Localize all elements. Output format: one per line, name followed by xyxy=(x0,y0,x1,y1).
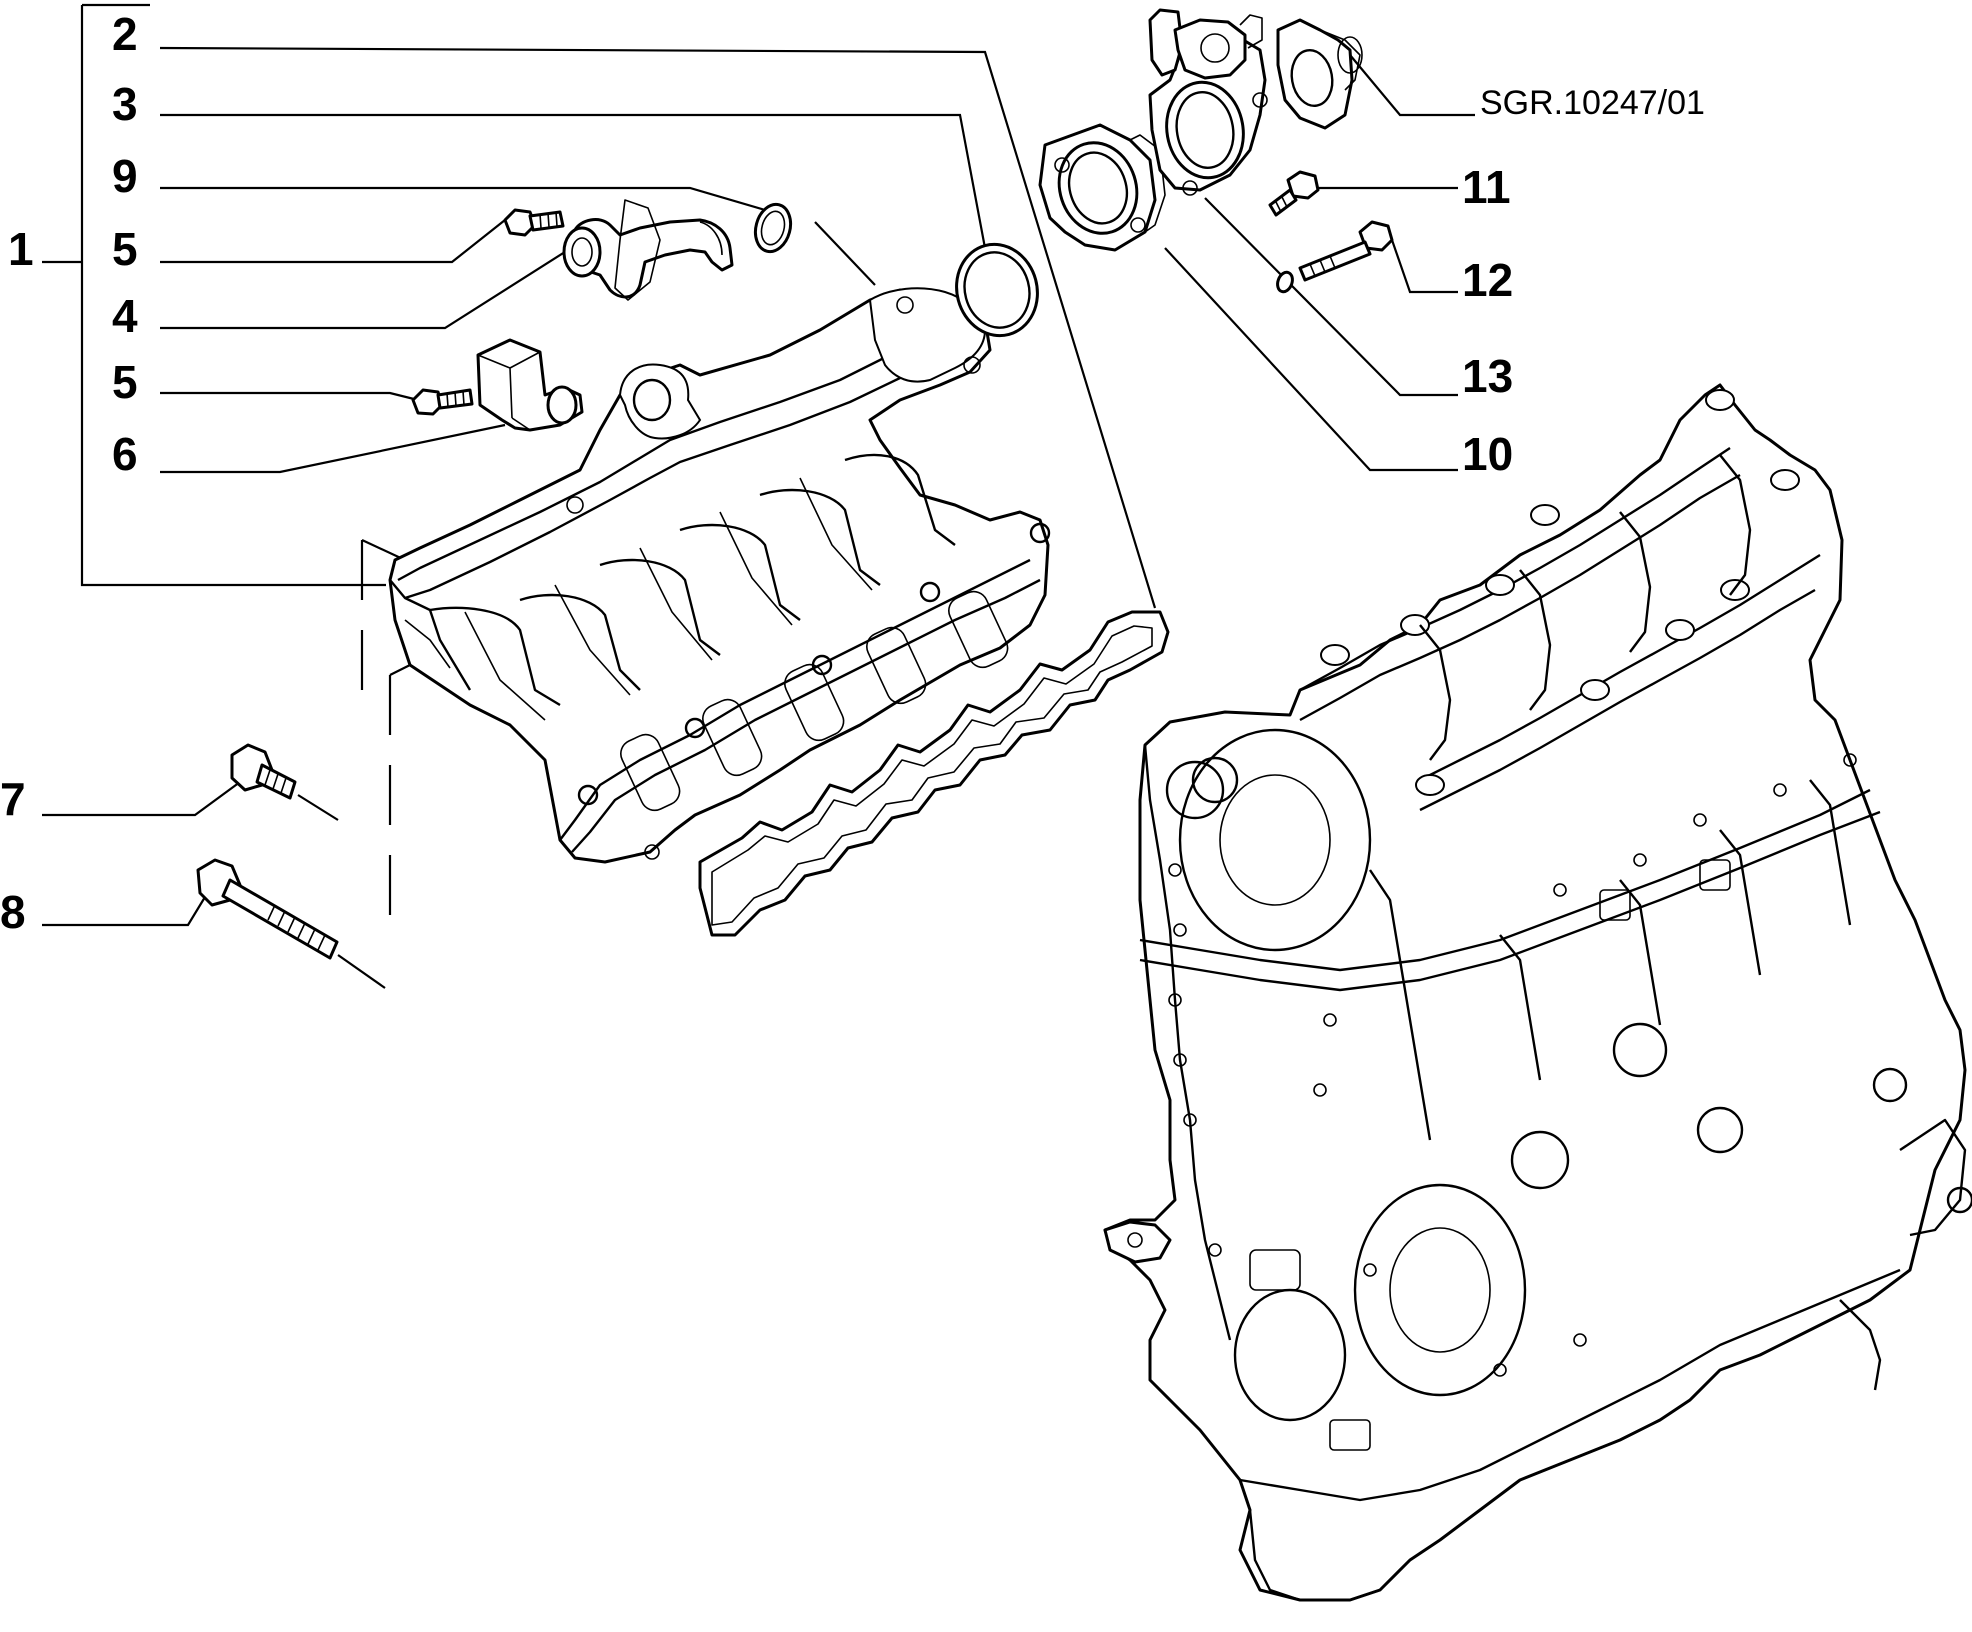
flange-bolt-5-lower xyxy=(411,388,474,416)
callout-10: 10 xyxy=(1462,428,1513,480)
callout-12: 12 xyxy=(1462,254,1513,306)
callout-5b: 5 xyxy=(112,356,138,408)
callout-labels: 1 2 3 9 5 4 5 6 7 8 11 12 13 10 SGR.1024… xyxy=(0,8,1705,938)
intake-manifold xyxy=(388,287,1051,864)
callout-6: 6 xyxy=(112,428,138,480)
callout-7: 7 xyxy=(0,773,26,825)
manifold-gasket xyxy=(698,610,1170,937)
washer xyxy=(1276,270,1294,294)
reference-code: SGR.10247/01 xyxy=(1480,84,1705,122)
leader-lines xyxy=(42,3,1475,989)
coolant-flange xyxy=(1276,18,1363,130)
callout-13: 13 xyxy=(1462,350,1513,402)
throttle-bolt xyxy=(1268,170,1320,217)
callout-3: 3 xyxy=(112,78,138,130)
long-bolt xyxy=(1298,220,1394,282)
pipe-fitting xyxy=(562,199,734,301)
callout-11: 11 xyxy=(1462,161,1511,213)
callout-4: 4 xyxy=(112,290,138,342)
callout-5a: 5 xyxy=(112,223,138,275)
flange-bolt-long xyxy=(196,858,339,960)
callout-1: 1 xyxy=(8,223,34,275)
o-ring xyxy=(753,202,793,254)
throttle-seal-ring xyxy=(955,242,1039,338)
engine-block xyxy=(1103,383,1972,1602)
callout-2: 2 xyxy=(112,8,138,60)
throttle-body xyxy=(1148,8,1268,196)
callout-8: 8 xyxy=(0,886,26,938)
flange-bolt-5-upper xyxy=(503,208,565,237)
sensor xyxy=(476,338,584,432)
flange-bolt-short xyxy=(230,743,297,800)
throttle-adapter xyxy=(1038,123,1166,252)
callout-9: 9 xyxy=(112,150,138,202)
